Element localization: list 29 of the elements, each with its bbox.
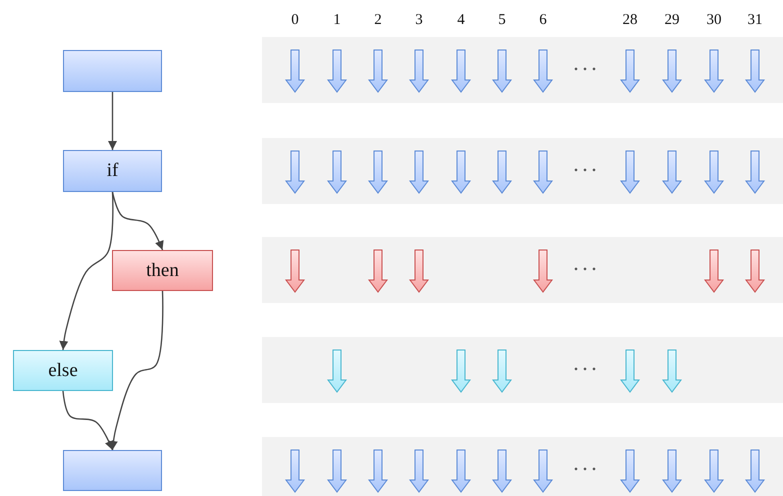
process-box [13, 350, 113, 391]
arrow [62, 390, 114, 450]
empty-box [63, 50, 162, 92]
node-label: else [48, 360, 78, 382]
column-number: 4 [456, 12, 466, 29]
column-number: 5 [497, 12, 507, 29]
arrow [108, 290, 164, 450]
ellipsis: ... [574, 57, 601, 75]
column-number: 1 [332, 12, 342, 29]
column-number: 6 [538, 12, 548, 29]
ellipsis: ... [574, 457, 601, 475]
column-number: 29 [664, 12, 680, 29]
column-number: 30 [706, 12, 722, 29]
column-number: 3 [414, 12, 424, 29]
column-number: 28 [622, 12, 638, 29]
column-number: 0 [290, 12, 300, 29]
process-box [63, 150, 162, 192]
arrow [59, 192, 114, 350]
empty-box [63, 450, 162, 491]
arrow [108, 92, 117, 150]
node-label: then [146, 260, 179, 282]
column-number: 31 [746, 12, 764, 29]
process-box [112, 250, 213, 291]
ellipsis: ... [574, 158, 601, 176]
arrow [112, 192, 164, 250]
node-label: if [106, 160, 118, 182]
column-number: 2 [373, 12, 383, 29]
ellipsis: ... [574, 257, 601, 275]
ellipsis: ... [574, 357, 601, 375]
